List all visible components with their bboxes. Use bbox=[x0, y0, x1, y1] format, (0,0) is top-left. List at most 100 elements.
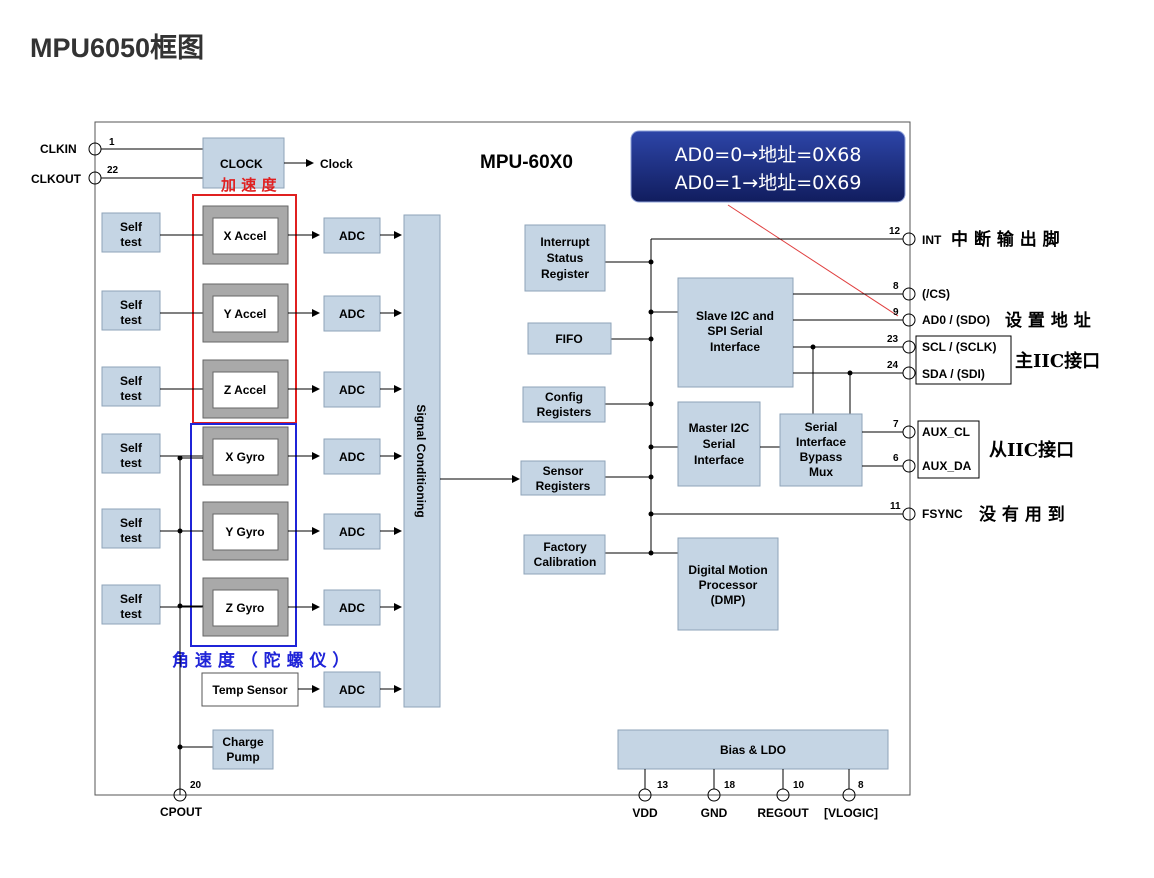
vlogic-pin-icon bbox=[842, 788, 856, 802]
clock-section: CLKIN CLKOUT 1 22 CLOCK Clock bbox=[31, 137, 353, 189]
self-test-z-gyro-line-1: Self bbox=[120, 592, 143, 606]
x-gyro-label: X Gyro bbox=[225, 450, 264, 464]
int-pin-number: 12 bbox=[889, 226, 901, 237]
x-accel-sensor-block bbox=[212, 217, 279, 255]
slave-line-3: Interface bbox=[710, 340, 760, 354]
bottom-pins: 13 18 10 8 VDD GND REGOUT [VLOGIC] bbox=[632, 769, 878, 820]
adc-y-accel-label: ADC bbox=[339, 307, 365, 321]
self-test-y-gyro-line-2: test bbox=[120, 531, 141, 545]
adc-y-gyro-label: ADC bbox=[339, 525, 365, 539]
y-gyro-label: Y Gyro bbox=[225, 525, 264, 539]
regout-pin-icon bbox=[776, 788, 790, 802]
sensor-reg-line-2: Registers bbox=[536, 479, 591, 493]
slave-iic-annotation: 从IIC接口 bbox=[989, 439, 1074, 461]
self-test-x-accel-block bbox=[101, 212, 161, 253]
self-test-y-accel-line-2: test bbox=[120, 313, 141, 327]
gnd-label: GND bbox=[701, 806, 728, 820]
charge-pump-line-2: Pump bbox=[226, 750, 259, 764]
interrupt-status-register-block bbox=[524, 224, 606, 292]
slave-line-2: SPI Serial bbox=[707, 324, 762, 338]
bypass-mux-block bbox=[779, 413, 863, 487]
clkout-label: CLKOUT bbox=[31, 172, 82, 186]
callout-line-1: AD0=0→地址=0X68 bbox=[675, 144, 862, 166]
sda-pin-label: SDA / (SDI) bbox=[922, 367, 985, 381]
callout-line-2: AD0=1→地址=0X69 bbox=[675, 172, 862, 194]
regout-label: REGOUT bbox=[757, 806, 809, 820]
slave-interface-block bbox=[677, 277, 794, 388]
cs-pin-icon bbox=[902, 287, 916, 301]
dmp-line-2: Processor bbox=[699, 578, 758, 592]
aux-da-pin-icon bbox=[902, 459, 916, 473]
charge-pump-block bbox=[212, 729, 274, 770]
fsync-annotation: 没 有 用 到 bbox=[979, 504, 1065, 525]
accel-annotation: 加 速 度 bbox=[220, 176, 277, 194]
cs-pin-label: (/CS) bbox=[922, 287, 950, 301]
interrupt-line-2: Status bbox=[547, 251, 584, 265]
self-test-y-accel-line-1: Self bbox=[120, 298, 143, 312]
self-test-z-accel-block bbox=[101, 366, 161, 407]
fsync-pin-number: 11 bbox=[890, 501, 901, 512]
scl-pin-icon bbox=[902, 340, 916, 354]
y-accel-sensor-block bbox=[212, 295, 279, 333]
aux-cl-pin-icon bbox=[902, 425, 916, 439]
vlogic-label: [VLOGIC] bbox=[824, 806, 878, 820]
vdd-pin-icon bbox=[638, 788, 652, 802]
adc-temp-label: ADC bbox=[339, 683, 365, 697]
bypass-line-2: Interface bbox=[796, 435, 846, 449]
ad0-pin-icon bbox=[902, 313, 916, 327]
factory-line-1: Factory bbox=[543, 540, 587, 554]
master-interface-block bbox=[677, 401, 761, 487]
sensor-registers-block bbox=[520, 460, 606, 496]
int-annotation: 中 断 输 出 脚 bbox=[951, 229, 1060, 250]
ad0-pin-label: AD0 / (SDO) bbox=[922, 313, 990, 327]
bias-ldo-label: Bias & LDO bbox=[720, 743, 786, 757]
adc-x-gyro-label: ADC bbox=[339, 450, 365, 464]
self-test-y-gyro-line-1: Self bbox=[120, 516, 143, 530]
slave-line-1: Slave I2C and bbox=[696, 309, 774, 323]
clock-block-label: CLOCK bbox=[220, 157, 263, 171]
z-accel-label: Z Accel bbox=[224, 383, 266, 397]
sensor-reg-line-1: Sensor bbox=[543, 464, 584, 478]
bypass-line-4: Mux bbox=[809, 465, 833, 479]
cpout-pin-icon bbox=[173, 788, 187, 802]
bypass-line-3: Bypass bbox=[800, 450, 843, 464]
clkin-label: CLKIN bbox=[40, 142, 77, 156]
ad0-pin-number: 9 bbox=[893, 307, 899, 318]
temp-sensor-label: Temp Sensor bbox=[212, 683, 287, 697]
sda-pin-icon bbox=[902, 366, 916, 380]
fifo-block bbox=[527, 322, 612, 355]
int-pin-label: INT bbox=[922, 233, 942, 247]
z-gyro-label: Z Gyro bbox=[226, 601, 265, 615]
z-gyro-sensor-block bbox=[212, 589, 279, 627]
bias-ldo-block bbox=[617, 729, 889, 770]
regout-pin-number: 10 bbox=[793, 780, 805, 791]
chip-outline bbox=[94, 121, 911, 796]
aux-da-pin-number: 6 bbox=[893, 453, 899, 464]
master-line-1: Master I2C bbox=[689, 421, 750, 435]
cs-pin-number: 8 bbox=[893, 281, 899, 292]
self-test-x-accel-line-2: test bbox=[120, 235, 141, 249]
self-test-x-accel-line-1: Self bbox=[120, 220, 143, 234]
chip-name: MPU-60X0 bbox=[480, 152, 573, 173]
adc-x-accel-block bbox=[323, 217, 381, 254]
self-test-z-gyro-block bbox=[101, 584, 161, 625]
master-iic-pins-box bbox=[915, 335, 1012, 385]
adc-x-accel-label: ADC bbox=[339, 229, 365, 243]
aux-cl-pin-label: AUX_CL bbox=[922, 425, 970, 439]
interrupt-line-1: Interrupt bbox=[540, 235, 589, 249]
adc-z-gyro-label: ADC bbox=[339, 601, 365, 615]
x-accel-label: X Accel bbox=[224, 229, 267, 243]
charge-pump-line-1: Charge bbox=[222, 735, 264, 749]
scl-pin-label: SCL / (SCLK) bbox=[922, 340, 996, 354]
adc-temp-block bbox=[323, 671, 381, 708]
self-test-z-accel-line-1: Self bbox=[120, 374, 143, 388]
master-line-3: Interface bbox=[694, 453, 744, 467]
config-line-2: Registers bbox=[537, 405, 592, 419]
self-test-z-gyro-line-2: test bbox=[120, 607, 141, 621]
page-title: MPU6050框图 bbox=[30, 33, 205, 63]
self-test-x-gyro-line-2: test bbox=[120, 456, 141, 470]
ad0-annotation: 设 置 地 址 bbox=[1005, 310, 1091, 331]
dmp-line-3: (DMP) bbox=[711, 593, 746, 607]
adc-z-accel-label: ADC bbox=[339, 383, 365, 397]
